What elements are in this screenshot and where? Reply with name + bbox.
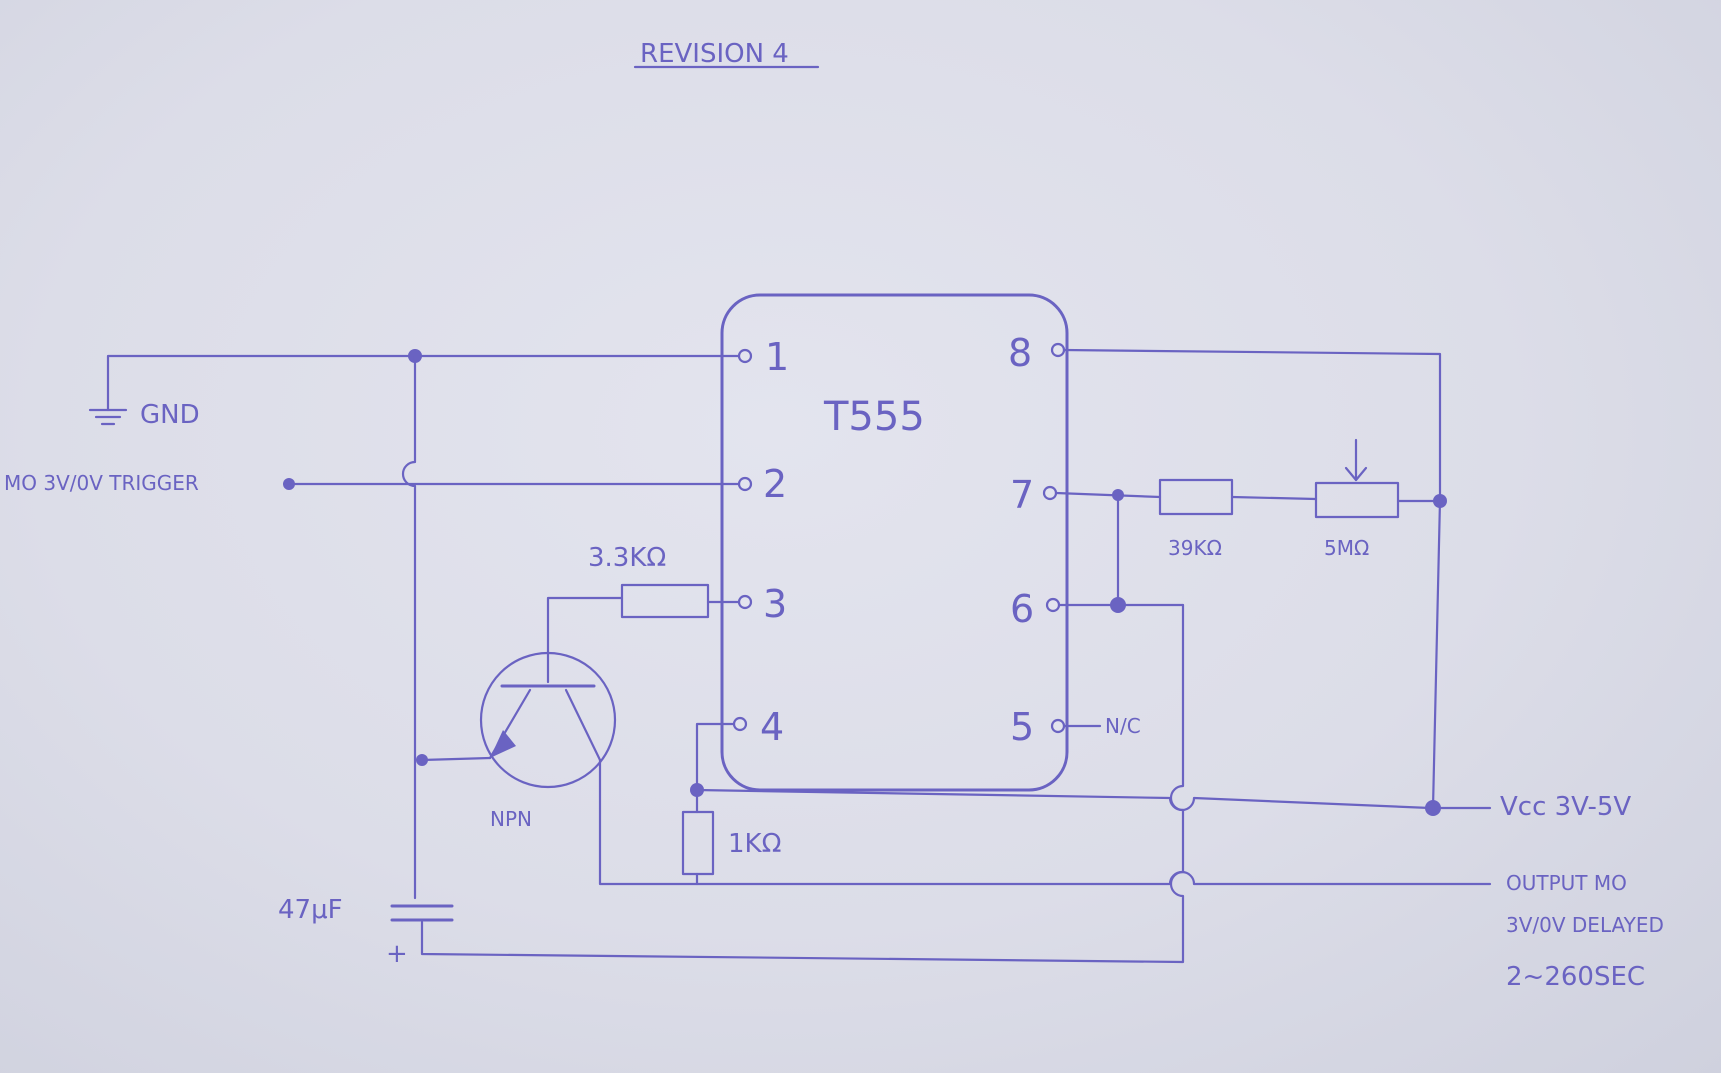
potentiometer-5m xyxy=(1314,481,1400,519)
pin5-terminal xyxy=(1050,718,1066,734)
pin3-terminal xyxy=(737,594,753,610)
pin7-wire xyxy=(1054,491,1162,499)
pin6-terminal xyxy=(1045,597,1061,613)
pin5-label: 5 xyxy=(1010,705,1034,749)
resistor-39k xyxy=(1158,478,1234,516)
resistor-1k-label: 1KΩ xyxy=(728,829,781,859)
npn-label: NPN xyxy=(490,807,532,831)
gnd-to-cap-wire xyxy=(401,354,417,900)
pin5-nc-label: N/C xyxy=(1105,714,1141,738)
diagram-title: REVISION 4 xyxy=(640,39,789,69)
npn-emitter-arrow xyxy=(490,730,516,758)
ic-name: T555 xyxy=(823,394,925,440)
cap-to-pin6-wire xyxy=(420,920,1185,964)
pin4-wire xyxy=(695,722,736,792)
pot-vcc-junction xyxy=(1433,494,1447,508)
vcc-rail-wire xyxy=(695,788,1432,812)
npn-collector-leg xyxy=(564,688,602,762)
resistor-39k-label: 39KΩ xyxy=(1168,536,1222,560)
gnd-label: GND xyxy=(140,400,200,430)
cap-polarity: + xyxy=(386,939,408,969)
output-label-line2: 3V/0V DELAYED xyxy=(1506,913,1664,937)
vcc-label: Vcc 3V-5V xyxy=(1500,792,1631,822)
npn-emitter-wire xyxy=(420,756,492,762)
pin4-terminal xyxy=(732,716,748,732)
resistor-3k3 xyxy=(620,583,710,619)
pin7-terminal xyxy=(1042,485,1058,501)
pin8-terminal xyxy=(1050,342,1066,358)
pin8-label: 8 xyxy=(1008,331,1032,375)
output-label-line1: OUTPUT MO xyxy=(1506,871,1627,895)
output-label-line3: 2~260SEC xyxy=(1506,962,1645,992)
resistor-3k3-label: 3.3KΩ xyxy=(588,543,666,573)
cap-label: 47μF xyxy=(278,895,343,925)
resistor-1k xyxy=(681,810,715,876)
pin7-label: 7 xyxy=(1010,473,1034,517)
trigger-label: MO 3V/0V TRIGGER xyxy=(4,471,199,495)
pin6-to-cap-wire xyxy=(1169,603,1185,935)
output-wire xyxy=(1168,870,1492,886)
pin6-label: 6 xyxy=(1010,587,1034,631)
pin1-label: 1 xyxy=(765,335,789,379)
npn-transistor-body xyxy=(479,651,617,789)
pin1-terminal xyxy=(737,348,753,364)
pin8-to-vcc-wire xyxy=(1062,348,1442,810)
gnd-wire xyxy=(106,354,741,412)
potentiometer-label: 5MΩ xyxy=(1324,536,1369,560)
ic-body xyxy=(720,293,1069,792)
pot-wiper-arrow xyxy=(1344,466,1368,482)
pin6-junction xyxy=(1110,597,1126,613)
r39k-to-pot-wire xyxy=(1230,495,1318,501)
pin2-terminal xyxy=(737,476,753,492)
r3k3-to-npn-base-wire xyxy=(546,596,624,684)
pin3-label: 3 xyxy=(763,582,787,626)
pin4-label: 4 xyxy=(760,705,784,749)
pin2-label: 2 xyxy=(763,462,787,506)
npn-collector-to-output-wire xyxy=(598,758,1172,886)
